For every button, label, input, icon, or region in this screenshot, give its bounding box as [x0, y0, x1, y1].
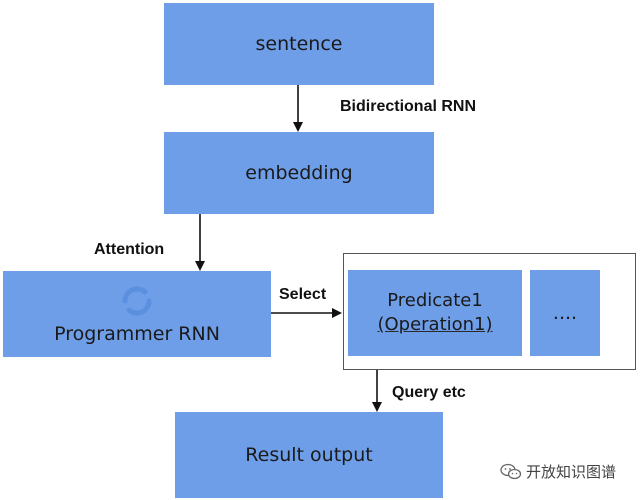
ellipsis-node: .... — [530, 270, 600, 356]
result-output-node: Result output — [175, 412, 443, 498]
predicate-label: Predicate1 — [387, 290, 483, 311]
attention-label: Attention — [94, 241, 165, 258]
sentence-node-label: sentence — [255, 33, 343, 55]
wechat-icon — [500, 463, 522, 479]
select-label: Select — [279, 286, 327, 303]
embedding-node: embedding — [164, 132, 434, 214]
watermark-text: 开放知识图谱 — [526, 463, 617, 481]
operation-label: (Operation1) — [377, 314, 493, 335]
ellipsis-label: .... — [552, 302, 578, 324]
programmer-rnn-node: Programmer RNN — [3, 271, 271, 357]
bidirectional-rnn-label: Bidirectional RNN — [340, 98, 477, 115]
watermark: 开放知识图谱 — [500, 461, 616, 482]
programmer-rnn-label: Programmer RNN — [54, 323, 220, 345]
embedding-node-label: embedding — [245, 162, 353, 184]
sentence-node: sentence — [164, 3, 434, 85]
result-output-label: Result output — [245, 444, 373, 466]
refresh-spinner-icon — [122, 286, 152, 316]
query-etc-label: Query etc — [392, 384, 466, 401]
predicate-node: Predicate1 (Operation1) — [348, 270, 522, 356]
